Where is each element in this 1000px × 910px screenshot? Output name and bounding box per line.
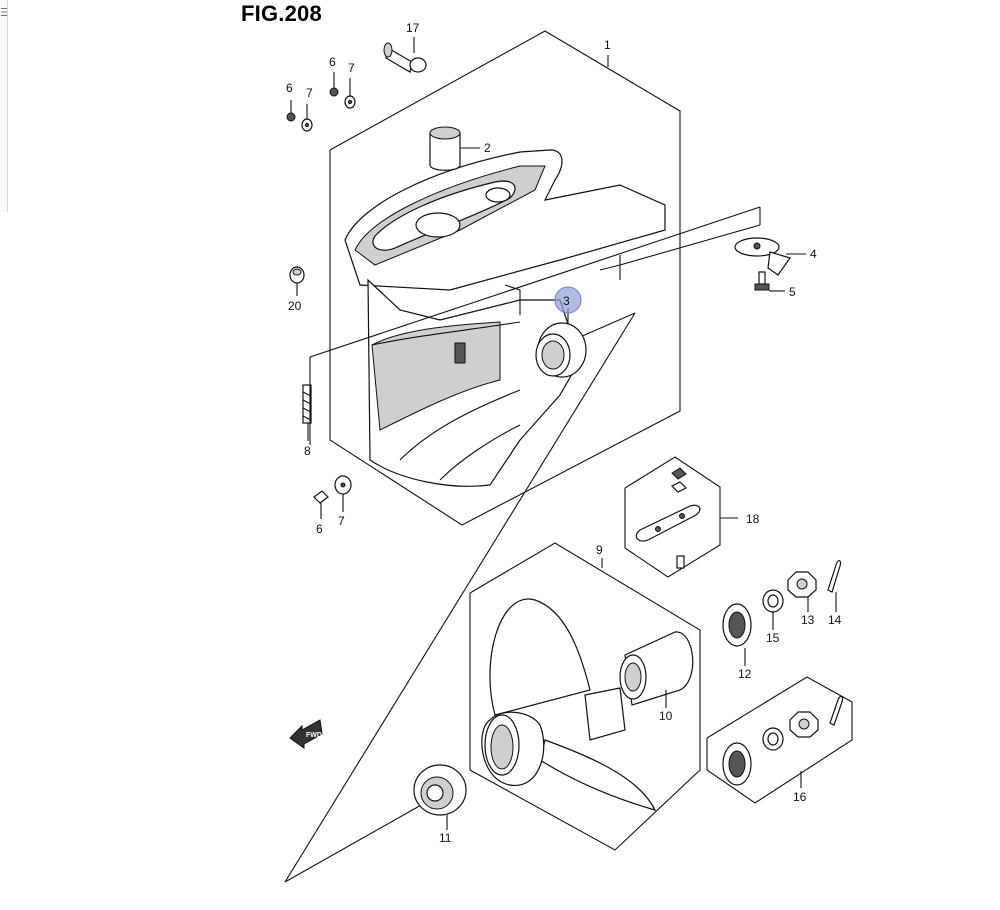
bolt-part-5[interactable] bbox=[754, 271, 785, 292]
callout-6-lower[interactable]: 6 bbox=[316, 522, 323, 536]
washer-part-15[interactable] bbox=[762, 589, 784, 630]
left-side-panel[interactable]: ☰ bbox=[0, 0, 8, 212]
callout-13[interactable]: 13 bbox=[801, 613, 815, 627]
screw-washer-lower[interactable] bbox=[313, 475, 352, 519]
propeller-group-9[interactable] bbox=[469, 542, 701, 851]
callout-18[interactable]: 18 bbox=[746, 512, 760, 526]
part-3-highlight-marker[interactable] bbox=[554, 286, 582, 314]
bearing-part-3[interactable] bbox=[535, 308, 587, 378]
anode-part-17[interactable] bbox=[383, 37, 427, 73]
callout-14[interactable]: 14 bbox=[828, 613, 842, 627]
gearcase-group-outline bbox=[329, 30, 681, 526]
callout-15[interactable]: 15 bbox=[766, 631, 780, 645]
callout-17[interactable]: 17 bbox=[406, 21, 420, 35]
grommet-part-20[interactable] bbox=[289, 266, 305, 296]
screw-washer-top-left[interactable] bbox=[286, 100, 313, 132]
callout-12[interactable]: 12 bbox=[738, 667, 752, 681]
hub-part-12[interactable] bbox=[722, 603, 752, 666]
screw-washer-top-middle[interactable] bbox=[329, 72, 356, 109]
bearing-part-11[interactable] bbox=[413, 764, 467, 830]
figure-title: FIG.208 bbox=[241, 1, 322, 26]
callout-1[interactable]: 1 bbox=[604, 38, 611, 52]
callout-2[interactable]: 2 bbox=[484, 141, 491, 155]
hub-kit-group-16[interactable] bbox=[706, 676, 853, 804]
callout-10[interactable]: 10 bbox=[659, 709, 673, 723]
cotter-pin-part-14[interactable] bbox=[827, 560, 842, 612]
list-menu-icon[interactable]: ☰ bbox=[0, 6, 7, 19]
callout-6-top-left[interactable]: 6 bbox=[286, 81, 293, 95]
callout-3[interactable]: 3 bbox=[563, 294, 570, 308]
callout-9[interactable]: 9 bbox=[596, 543, 603, 557]
trim-tab-part-4[interactable] bbox=[734, 237, 806, 276]
bushing-part-2[interactable] bbox=[429, 126, 480, 171]
callout-5[interactable]: 5 bbox=[789, 285, 796, 299]
callout-20[interactable]: 20 bbox=[288, 299, 302, 313]
leader-lines bbox=[284, 206, 761, 883]
stud-bolt-part-8[interactable] bbox=[302, 384, 312, 441]
callout-7-lower[interactable]: 7 bbox=[338, 514, 345, 528]
callout-7-top-left[interactable]: 7 bbox=[306, 86, 313, 100]
spacer-part-10[interactable] bbox=[619, 631, 694, 708]
callout-11[interactable]: 11 bbox=[439, 831, 452, 845]
gearcase-housing[interactable] bbox=[344, 149, 666, 487]
callout-4[interactable]: 4 bbox=[810, 247, 817, 261]
callout-8[interactable]: 8 bbox=[304, 444, 311, 458]
nut-part-13[interactable] bbox=[787, 571, 817, 612]
callout-7-top-middle[interactable]: 7 bbox=[348, 61, 355, 75]
forward-direction-text: FWD bbox=[306, 732, 322, 739]
anode-kit-group-18[interactable] bbox=[624, 456, 738, 578]
callout-6-top-middle[interactable]: 6 bbox=[329, 55, 336, 69]
forward-direction-arrow-icon: FWD bbox=[289, 719, 323, 749]
callout-16[interactable]: 16 bbox=[793, 790, 807, 804]
